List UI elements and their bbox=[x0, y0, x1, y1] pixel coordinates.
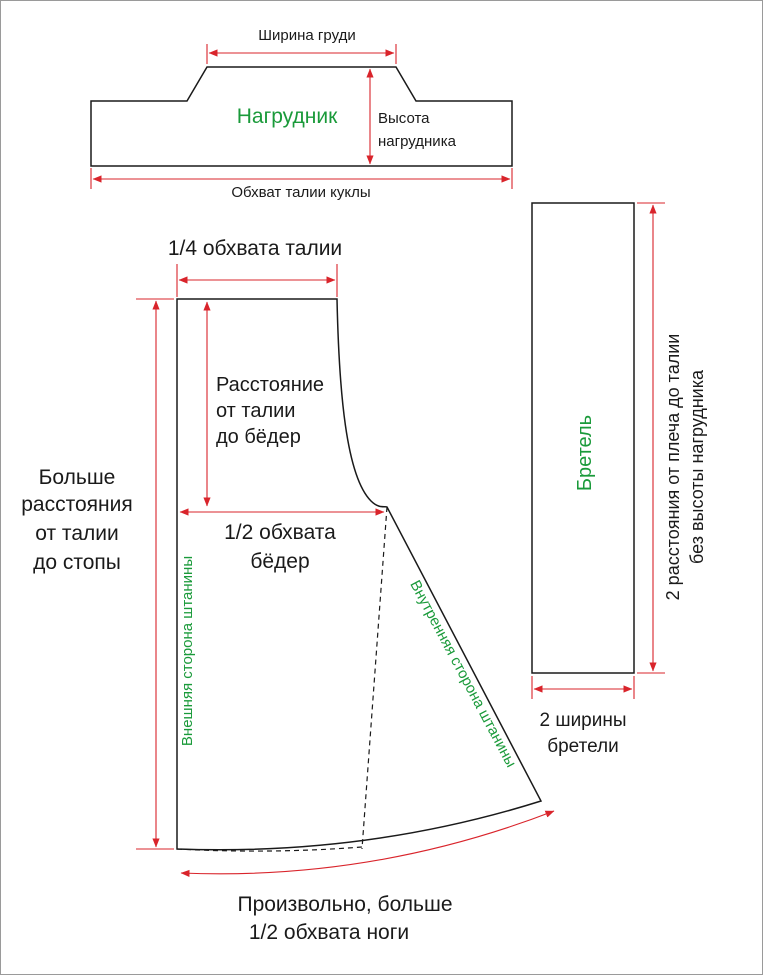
hem-label-2: 1/2 обхвата ноги bbox=[249, 921, 409, 944]
waist-hip-label-2: от талии bbox=[216, 400, 295, 422]
half-hip-label-2: бёдер bbox=[250, 550, 309, 573]
bib-label: Нагрудник bbox=[237, 105, 338, 128]
strap-length-dimension: 2 расстояния от плеча до талии без высот… bbox=[637, 202, 707, 674]
strap-length-label-2: без высоты нагрудника bbox=[687, 369, 707, 564]
bib-outline bbox=[90, 66, 513, 167]
strap-outline bbox=[531, 202, 635, 674]
bib-chest-width-label: Ширина груди bbox=[258, 27, 355, 44]
waist-hip-label-1: Расстояние bbox=[216, 374, 324, 396]
half-hip-label-1: 1/2 обхвата bbox=[224, 521, 336, 544]
bib-height-label-1: Высота bbox=[378, 110, 430, 127]
leg-length-label-3: от талии bbox=[35, 522, 118, 545]
strap-width-label-1: 2 ширины bbox=[539, 710, 626, 731]
strap-piece: Бретель 2 ширины бретели 2 расстояния от… bbox=[531, 202, 707, 757]
inner-side-label: Внутренняя сторона штанины bbox=[406, 578, 519, 771]
bib-waist-label: Обхват талии куклы bbox=[231, 184, 370, 201]
pants-fold-line bbox=[361, 506, 388, 850]
leg-length-label-4: до стопы bbox=[33, 551, 121, 574]
bib-height-dimension: Высота нагрудника bbox=[366, 68, 457, 165]
bib-chest-width-dimension: Ширина груди bbox=[206, 27, 397, 64]
bib-height-label-2: нагрудника bbox=[378, 133, 457, 150]
quarter-waist-label: 1/4 обхвата талии bbox=[168, 237, 342, 260]
bib-piece: Нагрудник Ширина груди Высота нагрудника… bbox=[90, 27, 513, 201]
waist-hip-label-3: до бёдер bbox=[216, 426, 301, 448]
half-hip-dimension: 1/2 обхвата бёдер bbox=[179, 508, 385, 573]
strap-label: Бретель bbox=[574, 415, 596, 491]
strap-width-dimension: 2 ширины бретели bbox=[531, 676, 635, 757]
bib-waist-dimension: Обхват талии куклы bbox=[90, 168, 513, 201]
leg-length-label-2: расстояния bbox=[21, 493, 133, 516]
pants-piece: 1/4 обхвата талии Расстояние от талии до… bbox=[21, 237, 555, 944]
hem-dimension: Произвольно, больше 1/2 обхвата ноги bbox=[180, 810, 555, 944]
leg-length-label-1: Больше bbox=[39, 466, 116, 489]
leg-length-dimension: Больше расстояния от талии до стопы bbox=[21, 298, 174, 850]
strap-width-label-2: бретели bbox=[547, 736, 619, 757]
outer-side-label: Внешняя сторона штанины bbox=[179, 556, 196, 746]
hem-label-1: Произвольно, больше bbox=[237, 893, 452, 916]
strap-length-label-1: 2 расстояния от плеча до талии bbox=[663, 334, 683, 601]
waist-to-hip-dimension: Расстояние от талии до бёдер bbox=[203, 301, 324, 507]
quarter-waist-dimension: 1/4 обхвата талии bbox=[168, 237, 342, 297]
